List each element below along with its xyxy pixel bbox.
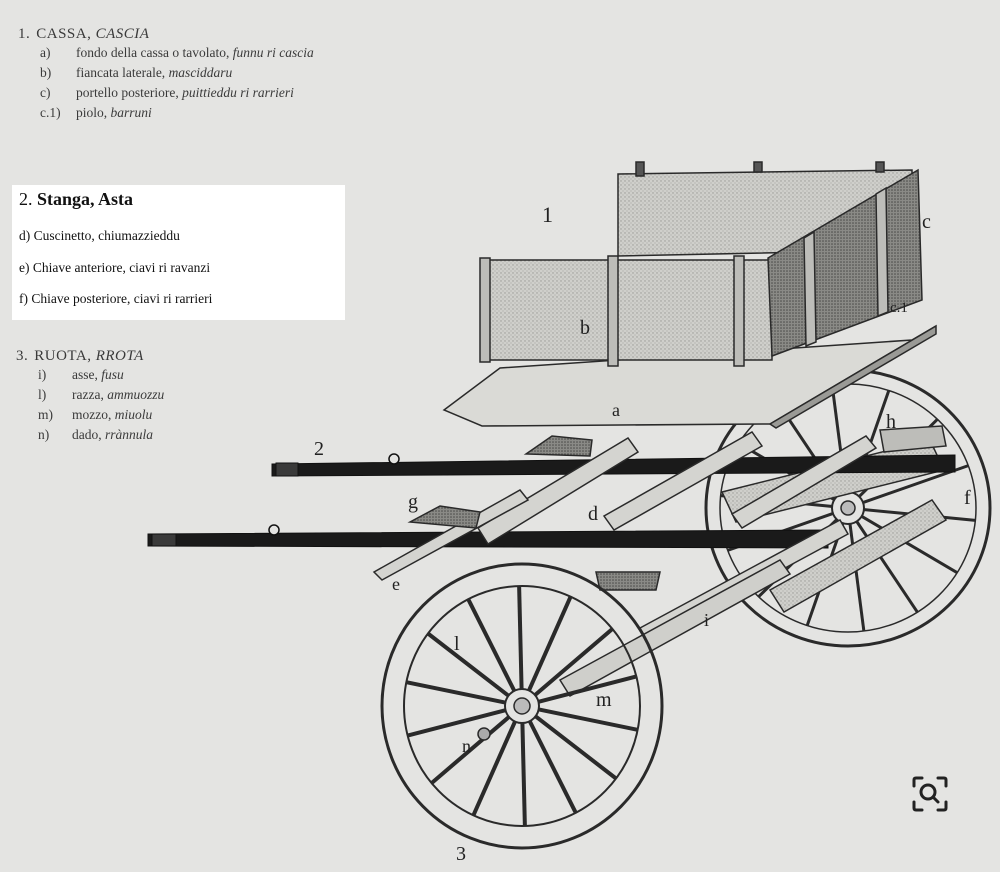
legend-text: dado, <box>72 427 102 442</box>
label-d: d <box>588 503 598 525</box>
label-g: g <box>408 491 418 513</box>
wheel-spoke <box>535 706 639 732</box>
legend-ruota-number: 3. <box>16 348 29 364</box>
wheel-spoke <box>471 717 519 817</box>
legend-key: c) <box>40 85 51 100</box>
label-b: b <box>580 317 590 339</box>
legend-ruota: 3. RUOTA, RROTA i) asse, fusu l) razza, amm… <box>16 348 164 445</box>
wheel-spoke <box>854 518 919 614</box>
legend-item: i) asse, fusu <box>16 365 164 385</box>
legend-cassa-heading: 1. CASSA, CASCIA <box>18 26 314 43</box>
legend-item: e) Chiave anteriore, ciavi ri ravanzi <box>19 260 211 275</box>
tailgate-c <box>767 168 923 358</box>
label-i: i <box>704 610 709 630</box>
legend-item: c) portello posteriore, puittieddu ri rar… <box>18 83 314 103</box>
legend-dialect: rrànnula <box>105 427 154 442</box>
legend-stanga-heading: 2. Stanga, Asta <box>19 189 133 210</box>
cart-floor <box>442 324 937 429</box>
legend-dialect: miuolu <box>114 407 153 422</box>
legend-item: c.1) piolo, barruni <box>18 103 314 123</box>
legend-cassa-title: CASSA, <box>36 26 92 42</box>
legend-key: c.1) <box>40 105 61 120</box>
legend-dialect: funnu ri cascia <box>232 45 314 60</box>
legend-key: n) <box>38 427 50 442</box>
label-1: 1 <box>542 202 553 227</box>
legend-dialect: puittieddu ri rarrieri <box>182 85 294 100</box>
legend-text: portello posteriore, <box>76 85 179 100</box>
axle-i <box>558 559 792 698</box>
legend-dialect: barruni <box>110 105 152 120</box>
blocks <box>407 435 661 591</box>
legend-text: fondo della cassa o tavolato, <box>76 45 230 60</box>
legend-item: f) Chiave posteriore, ciavi ri rarrieri <box>19 291 213 306</box>
front-wheel-spokes <box>405 585 639 827</box>
label-3: 3 <box>456 843 466 865</box>
legend-stanga-title: Stanga, Asta <box>37 189 134 209</box>
wheel-spoke <box>535 674 637 705</box>
legend-text: razza, <box>72 387 104 402</box>
legend-ruota-title-dialect: RROTA <box>95 348 144 364</box>
legend-text: piolo, <box>76 105 108 120</box>
side-panel-b <box>479 255 773 367</box>
legend-key: b) <box>40 65 52 80</box>
legend-cassa-number: 1. <box>18 26 31 42</box>
label-c1: c.1 <box>890 300 908 316</box>
label-f: f <box>964 487 971 509</box>
legend-item: n) dado, rrànnula <box>16 425 164 445</box>
wheel-spoke <box>517 585 524 693</box>
legend-item: b) fiancata laterale, masciddaru <box>18 63 314 83</box>
legend-ruota-heading: 3. RUOTA, RROTA <box>16 348 164 365</box>
label-a: a <box>612 400 620 420</box>
legend-stanga-box: 2. Stanga, Asta d) Cuscinetto, chiumazzi… <box>12 185 345 320</box>
wheel-spoke <box>407 707 509 738</box>
label-c: c <box>922 211 931 233</box>
front-wheel <box>380 562 664 850</box>
legend-dialect: fusu <box>101 367 124 382</box>
wheel-spoke <box>848 521 866 632</box>
label-n: n <box>462 736 471 756</box>
legend-ruota-title: RUOTA, <box>34 348 92 364</box>
wheel-spoke <box>525 595 573 695</box>
wheel-spoke <box>531 627 614 699</box>
label-e: e <box>392 574 400 594</box>
wheel-spoke <box>520 719 527 827</box>
visual-search-icon[interactable] <box>910 774 950 814</box>
legend-cassa: 1. CASSA, CASCIA a) fondo della cassa o ta… <box>18 26 314 123</box>
legend-item: l) razza, ammuozzu <box>16 385 164 405</box>
wheel-spoke <box>426 631 513 700</box>
legend-item: m) mozzo, miuolu <box>16 405 164 425</box>
wheel-spoke <box>405 680 509 706</box>
diagram-labels: 1 2 3 a b c c.1 d e f g h i l m n <box>314 202 971 865</box>
legend-item: d) Cuscinetto, chiumazzieddu <box>19 228 180 243</box>
wheel-spoke <box>531 712 618 781</box>
wheel-spoke <box>859 514 958 574</box>
legend-key: m) <box>38 407 53 422</box>
label-h: h <box>886 411 896 433</box>
legend-key: a) <box>40 45 51 60</box>
legend-dialect: ammuozzu <box>107 387 165 402</box>
wheel-spoke <box>466 598 518 695</box>
legend-key: i) <box>38 367 47 382</box>
legend-item: a) fondo della cassa o tavolato, funnu ri… <box>18 43 314 63</box>
legend-cassa-title-dialect: CASCIA <box>95 26 150 42</box>
label-2: 2 <box>314 438 324 460</box>
legend-text: fiancata laterale, <box>76 65 166 80</box>
label-m: m <box>596 689 612 711</box>
wheel-spoke <box>526 717 578 814</box>
label-l: l <box>454 633 460 655</box>
legend-dialect: masciddaru <box>168 65 233 80</box>
legend-stanga-number: 2. <box>19 189 33 209</box>
legend-text: mozzo, <box>72 407 112 422</box>
wheel-spoke <box>430 713 513 785</box>
legend-text: asse, <box>72 367 98 382</box>
legend-key: l) <box>38 387 47 402</box>
